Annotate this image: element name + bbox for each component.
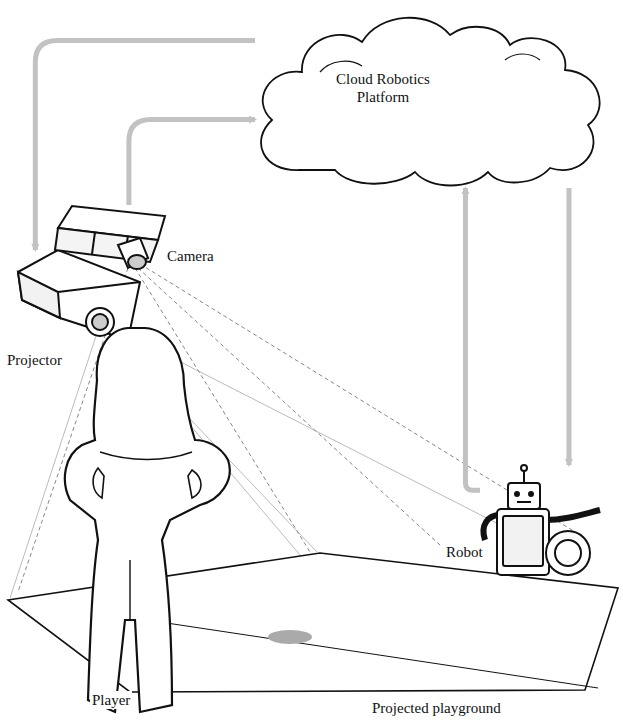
data-flow-arrow bbox=[35, 40, 255, 250]
device-label: Robot bbox=[444, 543, 485, 561]
camera-device bbox=[55, 206, 165, 269]
cloud-shape bbox=[261, 18, 600, 186]
playground-label: Projected playground bbox=[370, 699, 503, 717]
data-flow-arrow bbox=[465, 188, 480, 490]
camera-node: Camera bbox=[55, 205, 167, 267]
device-label: Camera bbox=[165, 247, 216, 265]
projector-device bbox=[18, 250, 140, 340]
robot-node: Robot bbox=[480, 465, 623, 580]
data-flow-arrow bbox=[566, 188, 571, 465]
robot-figure bbox=[483, 465, 600, 575]
data-flow-arrow bbox=[129, 120, 255, 205]
player-label: Player bbox=[90, 691, 132, 709]
cloud-platform: Cloud Robotics Platform bbox=[255, 8, 600, 188]
player-figure bbox=[65, 328, 230, 712]
platform-title: Cloud Robotics Platform bbox=[315, 70, 451, 106]
device-label: Projector bbox=[5, 351, 64, 369]
projector-node: Projector bbox=[15, 250, 142, 345]
floor-line bbox=[160, 622, 598, 688]
floor-marker bbox=[268, 630, 312, 644]
